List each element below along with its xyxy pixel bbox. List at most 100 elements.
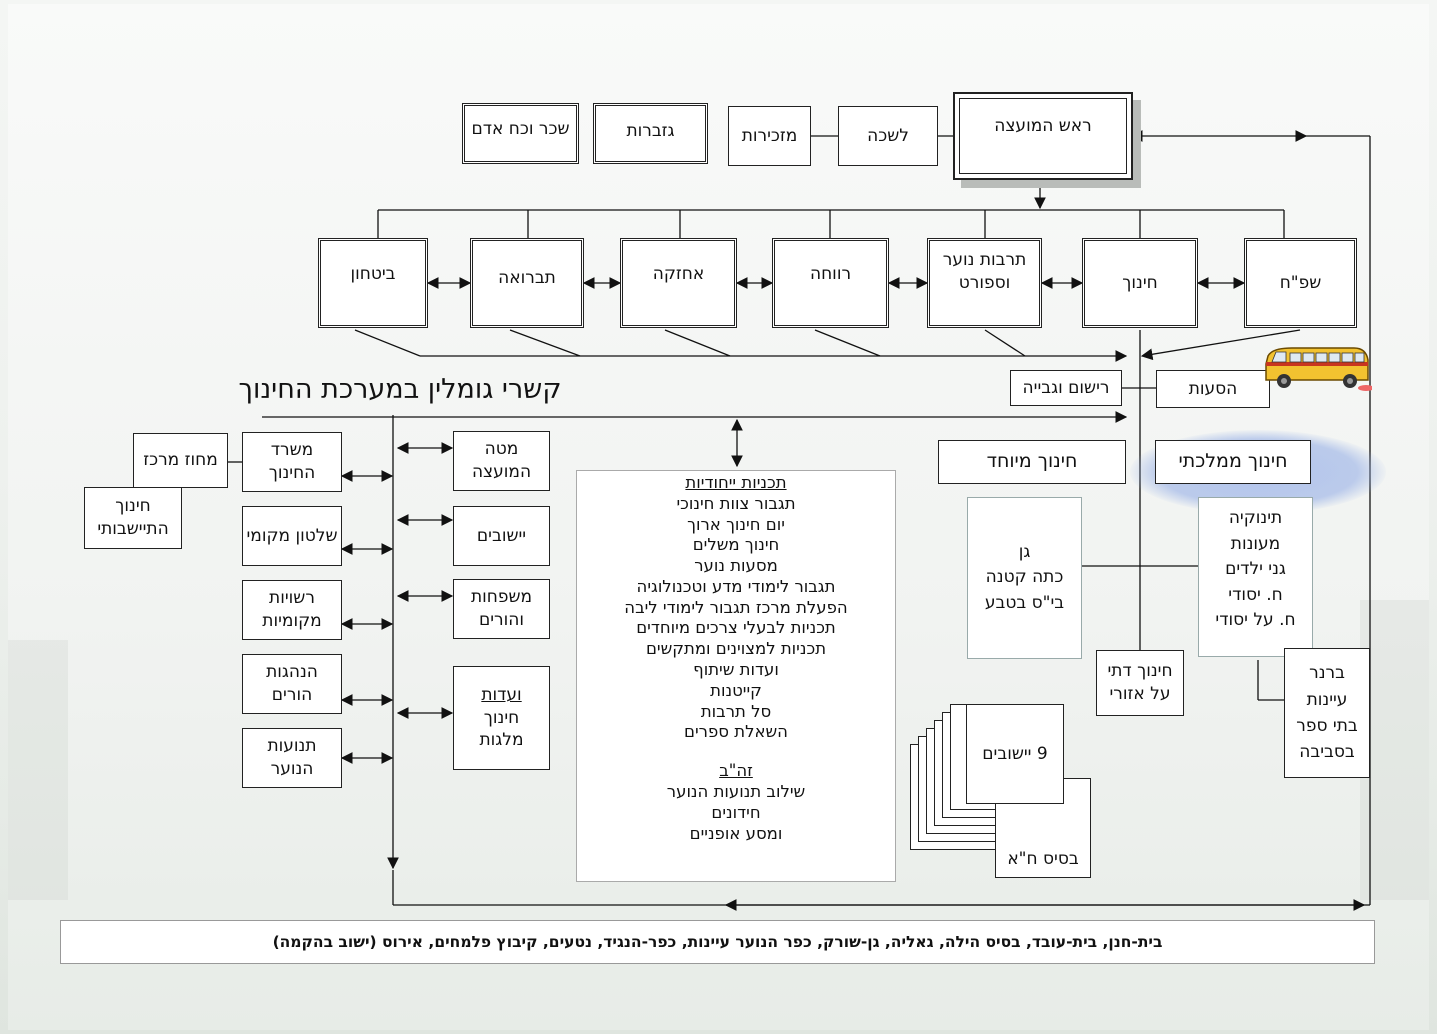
settlement-education-label: חינוך התיישבותי: [97, 496, 169, 539]
list-item: ח. יסודי: [1228, 584, 1283, 605]
background-shape: [1360, 600, 1429, 900]
list-item: עיינות: [1306, 689, 1348, 710]
dept-label: רווחה: [809, 264, 852, 284]
registration-box: רישום וגבייה: [1010, 370, 1122, 406]
dept-maintenance: אחזקה: [620, 238, 737, 328]
dept-label: שפ"ח: [1279, 272, 1322, 293]
program-item: ועדות שיתוף: [693, 660, 779, 680]
program-item: תכניות למצוינים ומתקשים: [645, 639, 827, 659]
state-list-box: תינוקיה מעונות גני ילדים ח. יסודי ח. על …: [1198, 497, 1313, 657]
district-label: מחוז מרכז: [143, 450, 218, 471]
program-item: תכניות לבעלי צרכים מיוחדים: [636, 618, 836, 638]
wages-hr-label: שכר וכח אדם: [471, 119, 570, 139]
programs-box: תכניות ייחודיות תגבור צוות חינוכי יום חי…: [576, 470, 896, 882]
ties-title: קשרי גומלין במערכת החינוך: [238, 374, 562, 405]
settlements-stack-label: 9 יישובים: [982, 743, 1048, 764]
special-list-box: גן כתה קטנה בי"ס בטבע: [967, 497, 1082, 659]
program-item: ומסע אופניים: [689, 823, 783, 843]
list-item: גן: [1018, 541, 1031, 562]
list-item: תינוקיה: [1228, 508, 1283, 528]
parent-leaders-label: הנהגות הורים: [266, 662, 318, 705]
ministry-box: משרד החינוך: [242, 432, 342, 492]
special-education-label: חינוך מיוחד: [986, 450, 1078, 473]
local-gov-box: שלטון מקומי: [242, 506, 342, 566]
program-item: סל תרבות: [700, 701, 772, 721]
dept-youth-culture-sport: תרבות נוער וספורט: [927, 238, 1042, 328]
program-item: תגבור לימודי מדע וטכנולוגיה: [636, 576, 836, 596]
program-item: השאלת ספרים: [684, 722, 788, 742]
state-education-box: חינוך ממלכתי: [1155, 440, 1311, 484]
settlement-education-box: חינוך התיישבותי: [84, 487, 182, 549]
families-label: משפחות והורים: [470, 587, 533, 630]
local-authorities-box: רשויות מקומיות: [242, 580, 342, 640]
office-box: לשכה: [838, 106, 938, 166]
settlements-box: יישובים: [453, 506, 550, 566]
local-authorities-label: רשויות מקומיות: [262, 588, 322, 631]
registration-label: רישום וגבייה: [1022, 377, 1110, 398]
settlements-stack-box: 9 יישובים: [966, 704, 1064, 804]
list-item: בי"ס בטבע: [984, 592, 1065, 613]
settlements-footer-text: בית-חנן, בית-עובד, בסיס הילה, גאליה, גן-…: [272, 932, 1163, 951]
bus-icon: [1265, 347, 1372, 391]
dept-label: אחזקה: [652, 264, 705, 284]
district-box: מחוז מרכז: [133, 433, 228, 488]
list-item: בתי ספר: [1296, 716, 1358, 736]
dept-sanitation: תברואה: [470, 238, 584, 328]
list-item: גני ילדים: [1225, 559, 1286, 579]
committees-title: ועדות: [481, 684, 522, 705]
settlements-footer: בית-חנן, בית-עובד, בסיס הילה, גאליה, גן-…: [60, 920, 1375, 964]
transport-label: הסעות: [1188, 378, 1238, 399]
list-item: בסביבה: [1299, 742, 1355, 763]
base-label: בסיס ח"א: [1007, 849, 1079, 870]
head-council-label: ראש המועצה: [994, 115, 1092, 136]
dept-shpach: שפ"ח: [1244, 238, 1357, 328]
parent-leaders-box: הנהגות הורים: [242, 654, 342, 714]
local-gov-label: שלטון מקומי: [246, 525, 338, 546]
council-hq-box: מטה המועצה: [453, 431, 550, 491]
program-item: חינוך משלים: [692, 535, 780, 555]
settlements-label: יישובים: [476, 525, 527, 546]
council-hq-label: מטה המועצה: [471, 439, 532, 482]
program-item: יום חינוך ארוך: [687, 514, 785, 534]
list-item: ברנר: [1309, 663, 1345, 684]
committees-box: ועדות חינוך מלגות: [453, 666, 550, 770]
ministry-label: משרד החינוך: [268, 440, 316, 483]
secretariat-box: מזכירות: [728, 106, 811, 166]
list-item: מעונות: [1230, 533, 1281, 554]
program-item: חידונים: [711, 802, 761, 822]
treasury-box: גזברות: [593, 103, 708, 164]
wages-hr-box: שכר וכח אדם: [462, 103, 579, 164]
dept-welfare: רווחה: [772, 238, 889, 328]
list-item: ח. על יסודי: [1215, 610, 1296, 630]
programs-title: תכניות ייחודיות: [685, 473, 787, 492]
office-label: לשכה: [867, 125, 909, 146]
program-item: הפעלת מרכז תגבור לימודי ליבה: [624, 597, 848, 617]
program-item: מסעות נוער: [694, 556, 778, 576]
program-item: קייטנות: [710, 680, 762, 700]
religious-education-box: חינוך דתי על אזורי: [1096, 650, 1184, 716]
dept-label: תברואה: [498, 268, 556, 288]
treasury-label: גזברות: [626, 121, 675, 141]
head-council-box: ראש המועצה: [953, 92, 1133, 180]
background-shape: [8, 640, 68, 900]
program-item: שילוב תנועות הנוער: [666, 781, 806, 801]
dept-label: ביטחון: [350, 264, 396, 284]
dept-education: חינוך: [1082, 238, 1198, 328]
committees-text: חינוך מלגות: [479, 707, 524, 751]
program-item: תגבור צוות חינוכי: [676, 493, 796, 513]
special-education-box: חינוך מיוחד: [938, 440, 1126, 484]
programs-subtitle: זה"ב: [719, 761, 753, 781]
dept-security: ביטחון: [318, 238, 428, 328]
state-education-label: חינוך ממלכתי: [1178, 450, 1288, 473]
youth-movements-label: תנועות הנוער: [267, 736, 317, 779]
families-box: משפחות והורים: [453, 579, 550, 639]
list-item: כתה קטנה: [985, 567, 1064, 588]
religious-education-label: חינוך דתי על אזורי: [1107, 661, 1173, 704]
brenner-box: ברנר עיינות בתי ספר בסביבה: [1284, 648, 1370, 778]
dept-label: תרבות נוער וספורט: [942, 250, 1027, 293]
secretariat-label: מזכירות: [741, 125, 798, 146]
transport-box: הסעות: [1156, 370, 1270, 408]
dept-label: חינוך: [1122, 272, 1158, 293]
youth-movements-box: תנועות הנוער: [242, 728, 342, 788]
